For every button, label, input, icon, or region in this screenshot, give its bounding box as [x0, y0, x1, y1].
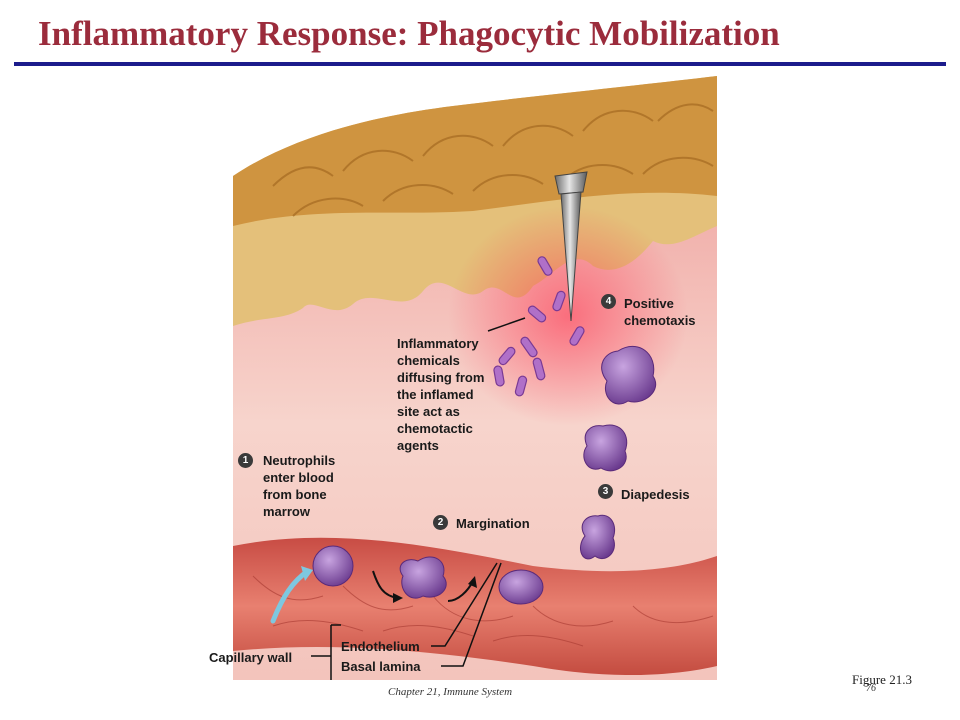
step-1-label: Neutrophils enter blood from bone marrow — [263, 453, 336, 519]
neutrophil-chemotaxis — [583, 345, 656, 472]
stratum-corneum — [233, 76, 717, 226]
title-underline — [14, 62, 946, 66]
leader-lines — [311, 317, 526, 680]
step-2-label: Margination — [456, 516, 530, 531]
step-1-badge: 1 — [238, 453, 253, 468]
inflammatory-chemicals-label: Inflammatory chemicals diffusing from th… — [397, 336, 485, 453]
bacteria — [493, 256, 585, 397]
step-3-badge: 3 — [598, 484, 613, 499]
slide-footer: Chapter 21, Immune System — [388, 686, 513, 698]
step-4-badge: 4 — [601, 294, 616, 309]
capillary-wall-label: Capillary wall — [209, 650, 293, 665]
endothelium-label: Endothelium — [341, 639, 420, 654]
page-number: 76 — [866, 683, 876, 694]
step-2-badge: 2 — [433, 515, 448, 530]
basal-lamina-label: Basal lamina — [341, 659, 421, 674]
endothelium-cells — [252, 575, 714, 647]
capillary — [233, 537, 717, 676]
step-4-label: Positive chemotaxis — [624, 296, 696, 328]
figure-reference: Figure 21.3 — [852, 672, 912, 687]
nail — [554, 171, 588, 322]
slide-title: Inflammatory Response: Phagocytic Mobili… — [38, 14, 780, 53]
neutrophils-in-capillary — [312, 514, 616, 605]
step-3-label: Diapedesis — [621, 487, 690, 502]
inflammation-illustration — [233, 76, 717, 680]
